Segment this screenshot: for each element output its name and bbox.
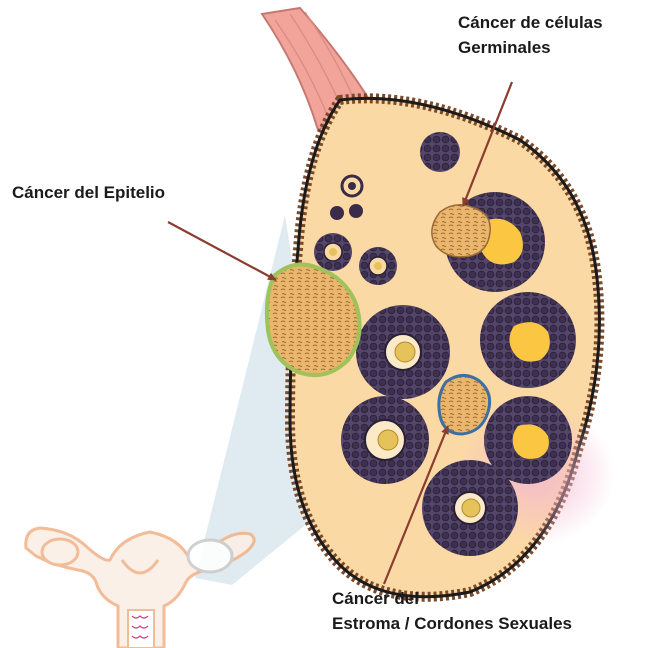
antral-follicle [480, 292, 576, 388]
label-germ-line2: Germinales [458, 35, 603, 60]
corpus-cluster [420, 132, 460, 172]
label-germ-cell-cancer: Cáncer de células Germinales [458, 10, 603, 60]
label-str-line1: Cáncer del [332, 586, 572, 611]
stromal-tumor [439, 375, 490, 434]
primary-follicle [314, 233, 352, 271]
label-germ-line1: Cáncer de células [458, 10, 603, 35]
germ-cell-tumor [432, 205, 490, 257]
label-str-line2: Estroma / Cordones Sexuales [332, 611, 572, 636]
label-epithelial-cancer: Cáncer del Epitelio [12, 180, 165, 205]
secondary-follicle [341, 396, 429, 484]
label-stromal-cancer: Cáncer del Estroma / Cordones Sexuales [332, 586, 572, 636]
antral-follicle [484, 396, 572, 484]
secondary-follicle [356, 305, 450, 399]
primary-follicle [359, 247, 397, 285]
uterus-illustration [26, 528, 254, 648]
label-epi-line1: Cáncer del Epitelio [12, 180, 165, 205]
arrow-epithelial [168, 222, 276, 280]
